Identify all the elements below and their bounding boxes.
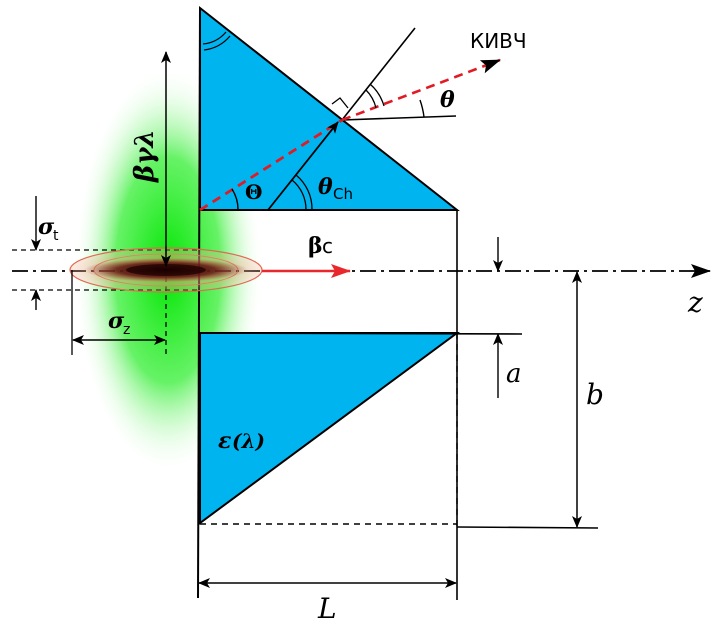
label-kivch: КИВЧ	[470, 29, 527, 53]
angle-arc-refraction-1	[365, 89, 377, 109]
label-epsilon: ε	[218, 428, 231, 454]
label-b: b	[586, 378, 604, 411]
label-Theta: Θ	[245, 180, 262, 204]
angle-arc-top-vertex-2	[203, 35, 231, 51]
channel-bottom-edge	[199, 332, 523, 335]
exit-horizontal-reference	[341, 115, 457, 121]
label-epsilon-arg: (λ)	[232, 429, 265, 453]
emitted-radiation-ray	[341, 58, 501, 122]
angle-arc-top-vertex	[202, 31, 227, 45]
label-beta-c-c: c	[322, 234, 333, 258]
label-beta-c-beta: β	[308, 233, 323, 259]
angle-arc-thetaCh	[291, 179, 307, 211]
label-theta-small: θ	[440, 87, 455, 113]
cherenkov-ray-inside	[199, 118, 343, 212]
right-angle-marker	[331, 97, 349, 109]
label-beta-gamma-lambda: βγλ	[130, 129, 160, 183]
label-z-axis: z	[687, 286, 703, 319]
label-sigma-t: σ	[38, 214, 55, 240]
cherenkov-wavefront-ray	[267, 121, 339, 211]
label-sigma-z: σ	[108, 308, 125, 334]
label-sigma-t-sub: t	[53, 228, 59, 244]
surface-normal	[341, 27, 416, 121]
label-sigma-z-sub: z	[123, 322, 130, 338]
label-theta-ch: θ	[318, 174, 333, 200]
label-theta-ch-sub: Ch	[333, 185, 353, 203]
angle-arc-Theta	[231, 188, 239, 211]
label-a: a	[506, 359, 522, 389]
bunch-core-dense	[126, 264, 206, 276]
target-entry-face	[197, 7, 201, 599]
angle-arc-theta	[419, 99, 425, 118]
outer-radius-extension	[456, 526, 599, 529]
label-L: L	[317, 592, 337, 623]
angle-arc-refraction-2	[369, 83, 385, 107]
angle-arc-thetaCh-2	[295, 174, 313, 211]
dielectric-prism-lower	[199, 332, 461, 525]
